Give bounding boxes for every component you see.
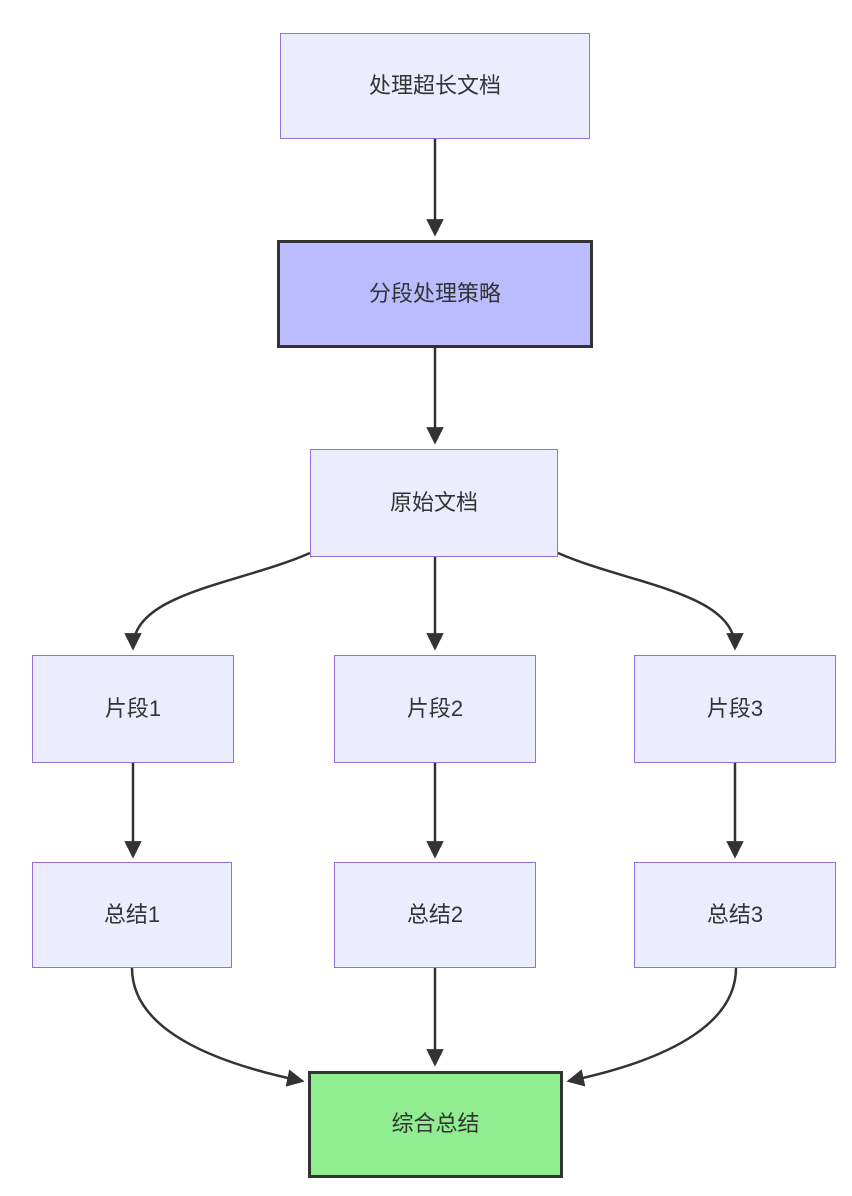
node-fragment-3: 片段3 [634,655,836,763]
node-label: 片段2 [406,695,464,721]
node-label: 总结3 [706,901,764,927]
edge-g-j [130,967,305,1087]
node-original-document: 原始文档 [310,449,558,557]
node-label: 总结1 [103,901,161,927]
node-fragment-1: 片段1 [32,655,234,763]
node-final-summary: 综合总结 [308,1071,563,1178]
node-label: 总结2 [406,901,464,927]
edge-c-d [124,551,311,651]
edge-c-f [557,551,744,651]
node-segmentation-strategy: 分段处理策略 [277,240,593,348]
node-fragment-2: 片段2 [334,655,536,763]
node-label: 片段3 [706,695,764,721]
node-label: 分段处理策略 [368,280,501,306]
node-process-long-document: 处理超长文档 [280,33,590,139]
node-summary-1: 总结1 [32,862,232,968]
node-summary-3: 总结3 [634,862,836,968]
edge-i-j [566,967,738,1087]
node-label: 片段1 [104,695,162,721]
node-summary-2: 总结2 [334,862,536,968]
node-label: 综合总结 [391,1111,480,1137]
node-label: 处理超长文档 [368,72,501,98]
node-label: 原始文档 [389,489,478,515]
